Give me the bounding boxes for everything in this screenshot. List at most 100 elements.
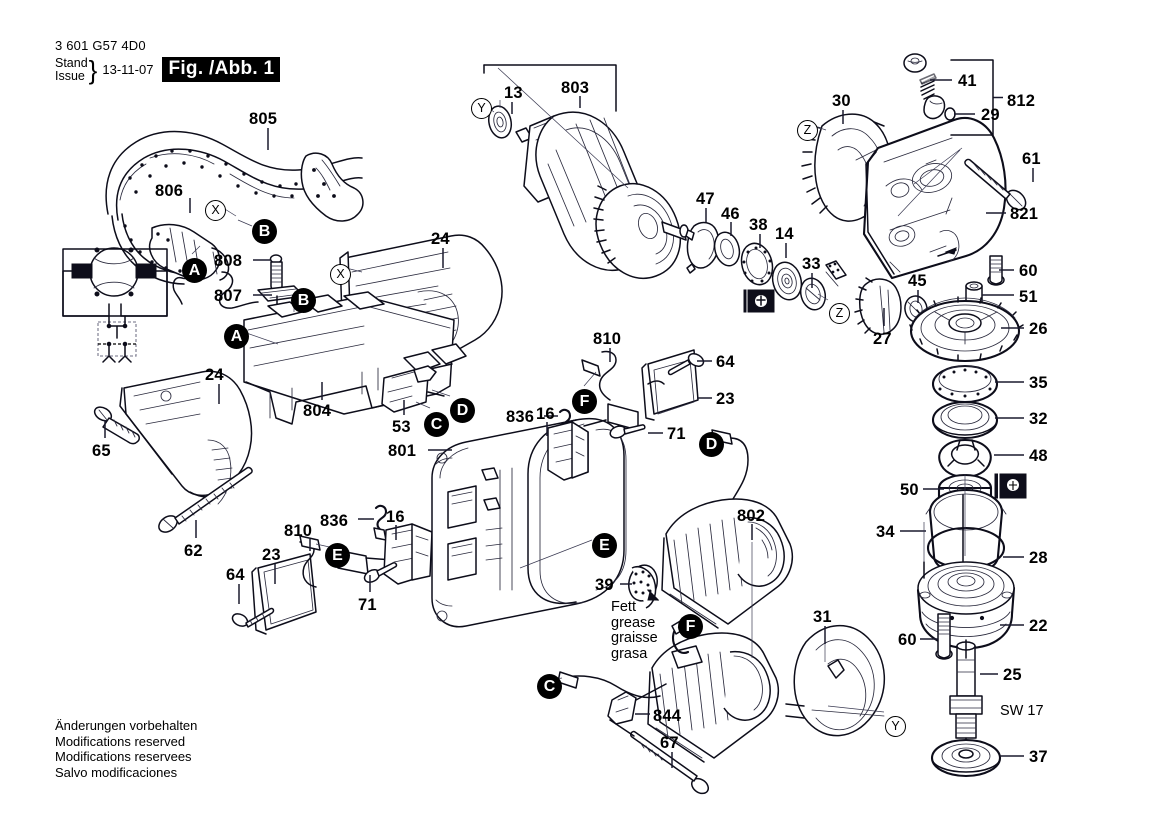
part-22-gear-flange [916,561,1016,650]
part-label-812: 812 [1007,92,1036,110]
ref-marker-Y-armature: Y [471,98,492,119]
part-label-71a: 71 [358,596,377,614]
part-31-flange-cover [785,624,885,737]
ref-marker-A-cable: A [182,258,207,283]
part-label-62: 62 [184,542,203,560]
ref-marker-B-cable: B [252,219,277,244]
part-67-long-screw [609,719,710,795]
part-16-brush-holder-left [383,523,433,585]
part-label-37: 37 [1029,748,1048,766]
ref-marker-Z-gear30: Z [797,120,818,141]
part-label-802: 802 [737,507,766,525]
part-label-804: 804 [303,402,332,420]
part-label-32: 32 [1029,410,1048,428]
ref-marker-Y-flange: Y [885,716,906,737]
header-block: 3 601 G57 4D0 Stand Issue } 13-11-07 Fig… [55,38,281,85]
part-label-39: 39 [595,576,614,594]
part-39-grease-felt [628,564,660,609]
bracket-812 [950,59,994,136]
part-61-screw [964,158,1027,211]
part-label-27: 27 [873,330,892,348]
ref-marker-E-brush2: E [325,543,350,568]
ref-marker-F-stator: F [678,614,703,639]
part-801-motor-housing [431,418,627,628]
part-32-seal-ring [931,400,999,440]
part-label-807: 807 [214,287,243,305]
part-label-23a: 23 [262,546,281,564]
part-label-31: 31 [813,608,832,626]
part-13-bearing [487,105,513,139]
part-27-pinion [854,277,902,335]
part-label-45: 45 [908,272,927,290]
legal-line-fr: Modifications reservees [55,749,192,764]
part-label-844: 844 [653,707,682,725]
bearing-press-icon-2 [994,473,1027,499]
part-label-50: 50 [900,481,919,499]
part-label-26: 26 [1029,320,1048,338]
part-71-screw-right [609,424,646,439]
part-label-805: 805 [249,110,278,128]
part-label-47: 47 [696,190,715,208]
part-16-brush-holder-right [547,421,589,481]
part-810-lead-right [581,350,639,431]
leader-lines [104,79,1034,768]
part-47-circlip [685,221,720,274]
part-label-38: 38 [749,216,768,234]
part-803-armature [515,111,689,279]
part-number-code: 3 601 G57 4D0 [55,38,146,53]
part-62-long-screw [158,466,253,533]
part-label-14: 14 [775,225,794,243]
part-label-24b: 24 [205,366,224,384]
part-label-64b: 64 [716,353,735,371]
part-label-71b: 71 [667,425,686,443]
part-label-41: 41 [958,72,977,90]
grease-note-es: grasa [611,645,648,662]
part-802-field-stator-upper [661,498,794,629]
part-41-spring [919,73,937,100]
legal-notice: Änderungen vorbehalten Modifications res… [55,718,197,780]
part-14-ball-bearing [771,261,803,301]
part-label-803: 803 [561,79,590,97]
part-label-60a: 60 [1019,262,1038,280]
part-38-bearing-washer [740,242,774,286]
lead-cable-C [557,671,661,699]
brace-glyph: } [88,54,98,85]
part-label-34: 34 [876,523,895,541]
issue-label: Issue [55,68,85,83]
grease-note: Fett grease graisse grasa [611,599,658,662]
part-35-spacer-ring [931,364,999,404]
part-label-25: 25 [1003,666,1022,684]
ref-marker-C-lead: C [537,674,562,699]
bearing-press-icon-1 [743,289,775,313]
legal-line-en: Modifications reserved [55,733,186,749]
part-label-29: 29 [981,106,1000,124]
grease-note-de: Fett [611,599,636,615]
stand-issue-labels: Stand Issue [55,57,88,82]
part-label-46: 46 [721,205,740,223]
part-label-810a: 810 [284,522,313,540]
wiring-schematic-drawing [62,247,168,363]
ref-marker-X-housing: X [330,264,351,285]
part-53-switch-block [381,365,445,413]
part-label-821: 821 [1010,205,1039,223]
part-label-836a: 836 [320,512,349,530]
legal-line-es: Salvo modificaciones [55,764,178,780]
grease-note-en: grease [611,614,656,631]
part-label-16a: 16 [386,508,405,526]
part-label-801: 801 [388,442,417,460]
part-33-seal [799,277,827,311]
part-label-22: 22 [1029,617,1048,635]
part-label-836b: 836 [506,408,535,426]
part-821-gear-housing [862,116,1007,280]
part-836-brush-spring-left [373,504,388,541]
ref-marker-X-cable: X [205,200,226,221]
part-37-flange-nut [930,738,1002,778]
part-label-24a: 24 [431,230,450,248]
stand-label: Stand [55,56,88,70]
ref-marker-D-lead: D [699,432,724,457]
ref-marker-Z-bearing33: Z [829,303,850,324]
part-48-circlip [938,438,992,479]
part-64-screw-left [231,607,275,628]
